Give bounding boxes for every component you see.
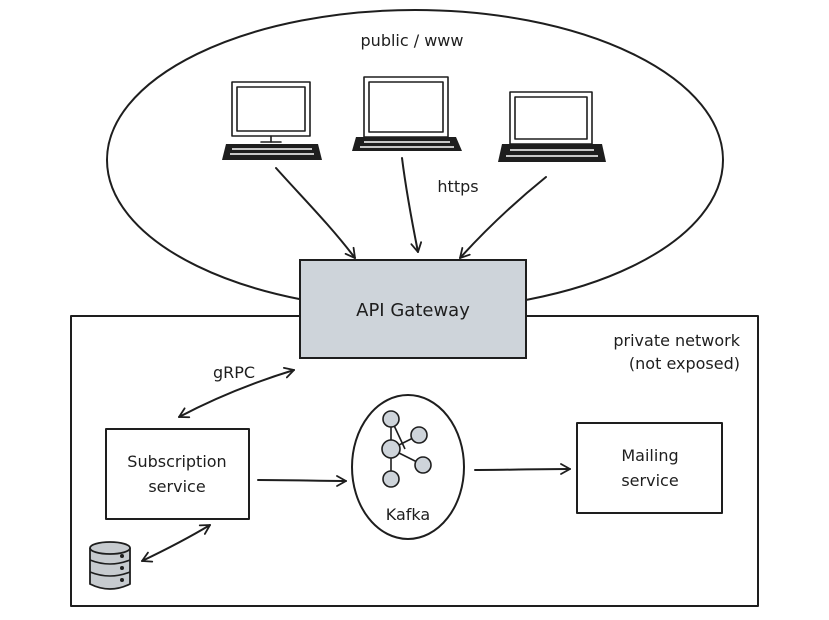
api-gateway-label: API Gateway — [356, 300, 470, 321]
gateway-subscription-arrow — [178, 366, 295, 419]
subscription-to-kafka-arrow — [257, 475, 347, 487]
api-gateway-box — [299, 259, 527, 359]
laptop-icon — [352, 76, 462, 151]
protocol-public-label: https — [437, 177, 478, 196]
laptop-to-gateway-arrow — [401, 157, 423, 253]
kafka-ellipse — [351, 394, 465, 540]
protocol-internal-label: gRPC — [213, 363, 255, 382]
mailing-service-label-line2: service — [621, 471, 678, 490]
kafka-to-mailing-arrow — [474, 463, 571, 475]
subscription-service-label-line1: Subscription — [127, 452, 226, 471]
subscription-service-box — [105, 428, 250, 520]
laptop-icon — [222, 81, 322, 160]
mailing-service-box — [576, 422, 723, 514]
laptop-to-gateway-arrow — [459, 176, 547, 259]
private-network-label-line2: (not exposed) — [629, 354, 740, 373]
kafka-icon — [381, 410, 432, 488]
database-icon — [89, 541, 131, 590]
kafka-label: Kafka — [386, 505, 430, 524]
subscription-service-label-line2: service — [148, 477, 205, 496]
public-zone-label: public / www — [361, 31, 464, 50]
mailing-service-label-line1: Mailing — [621, 446, 678, 465]
subscription-database-arrow — [141, 524, 211, 563]
laptop-icon — [498, 91, 606, 162]
private-network-label-line1: private network — [613, 331, 740, 350]
laptop-to-gateway-arrow — [275, 167, 356, 259]
